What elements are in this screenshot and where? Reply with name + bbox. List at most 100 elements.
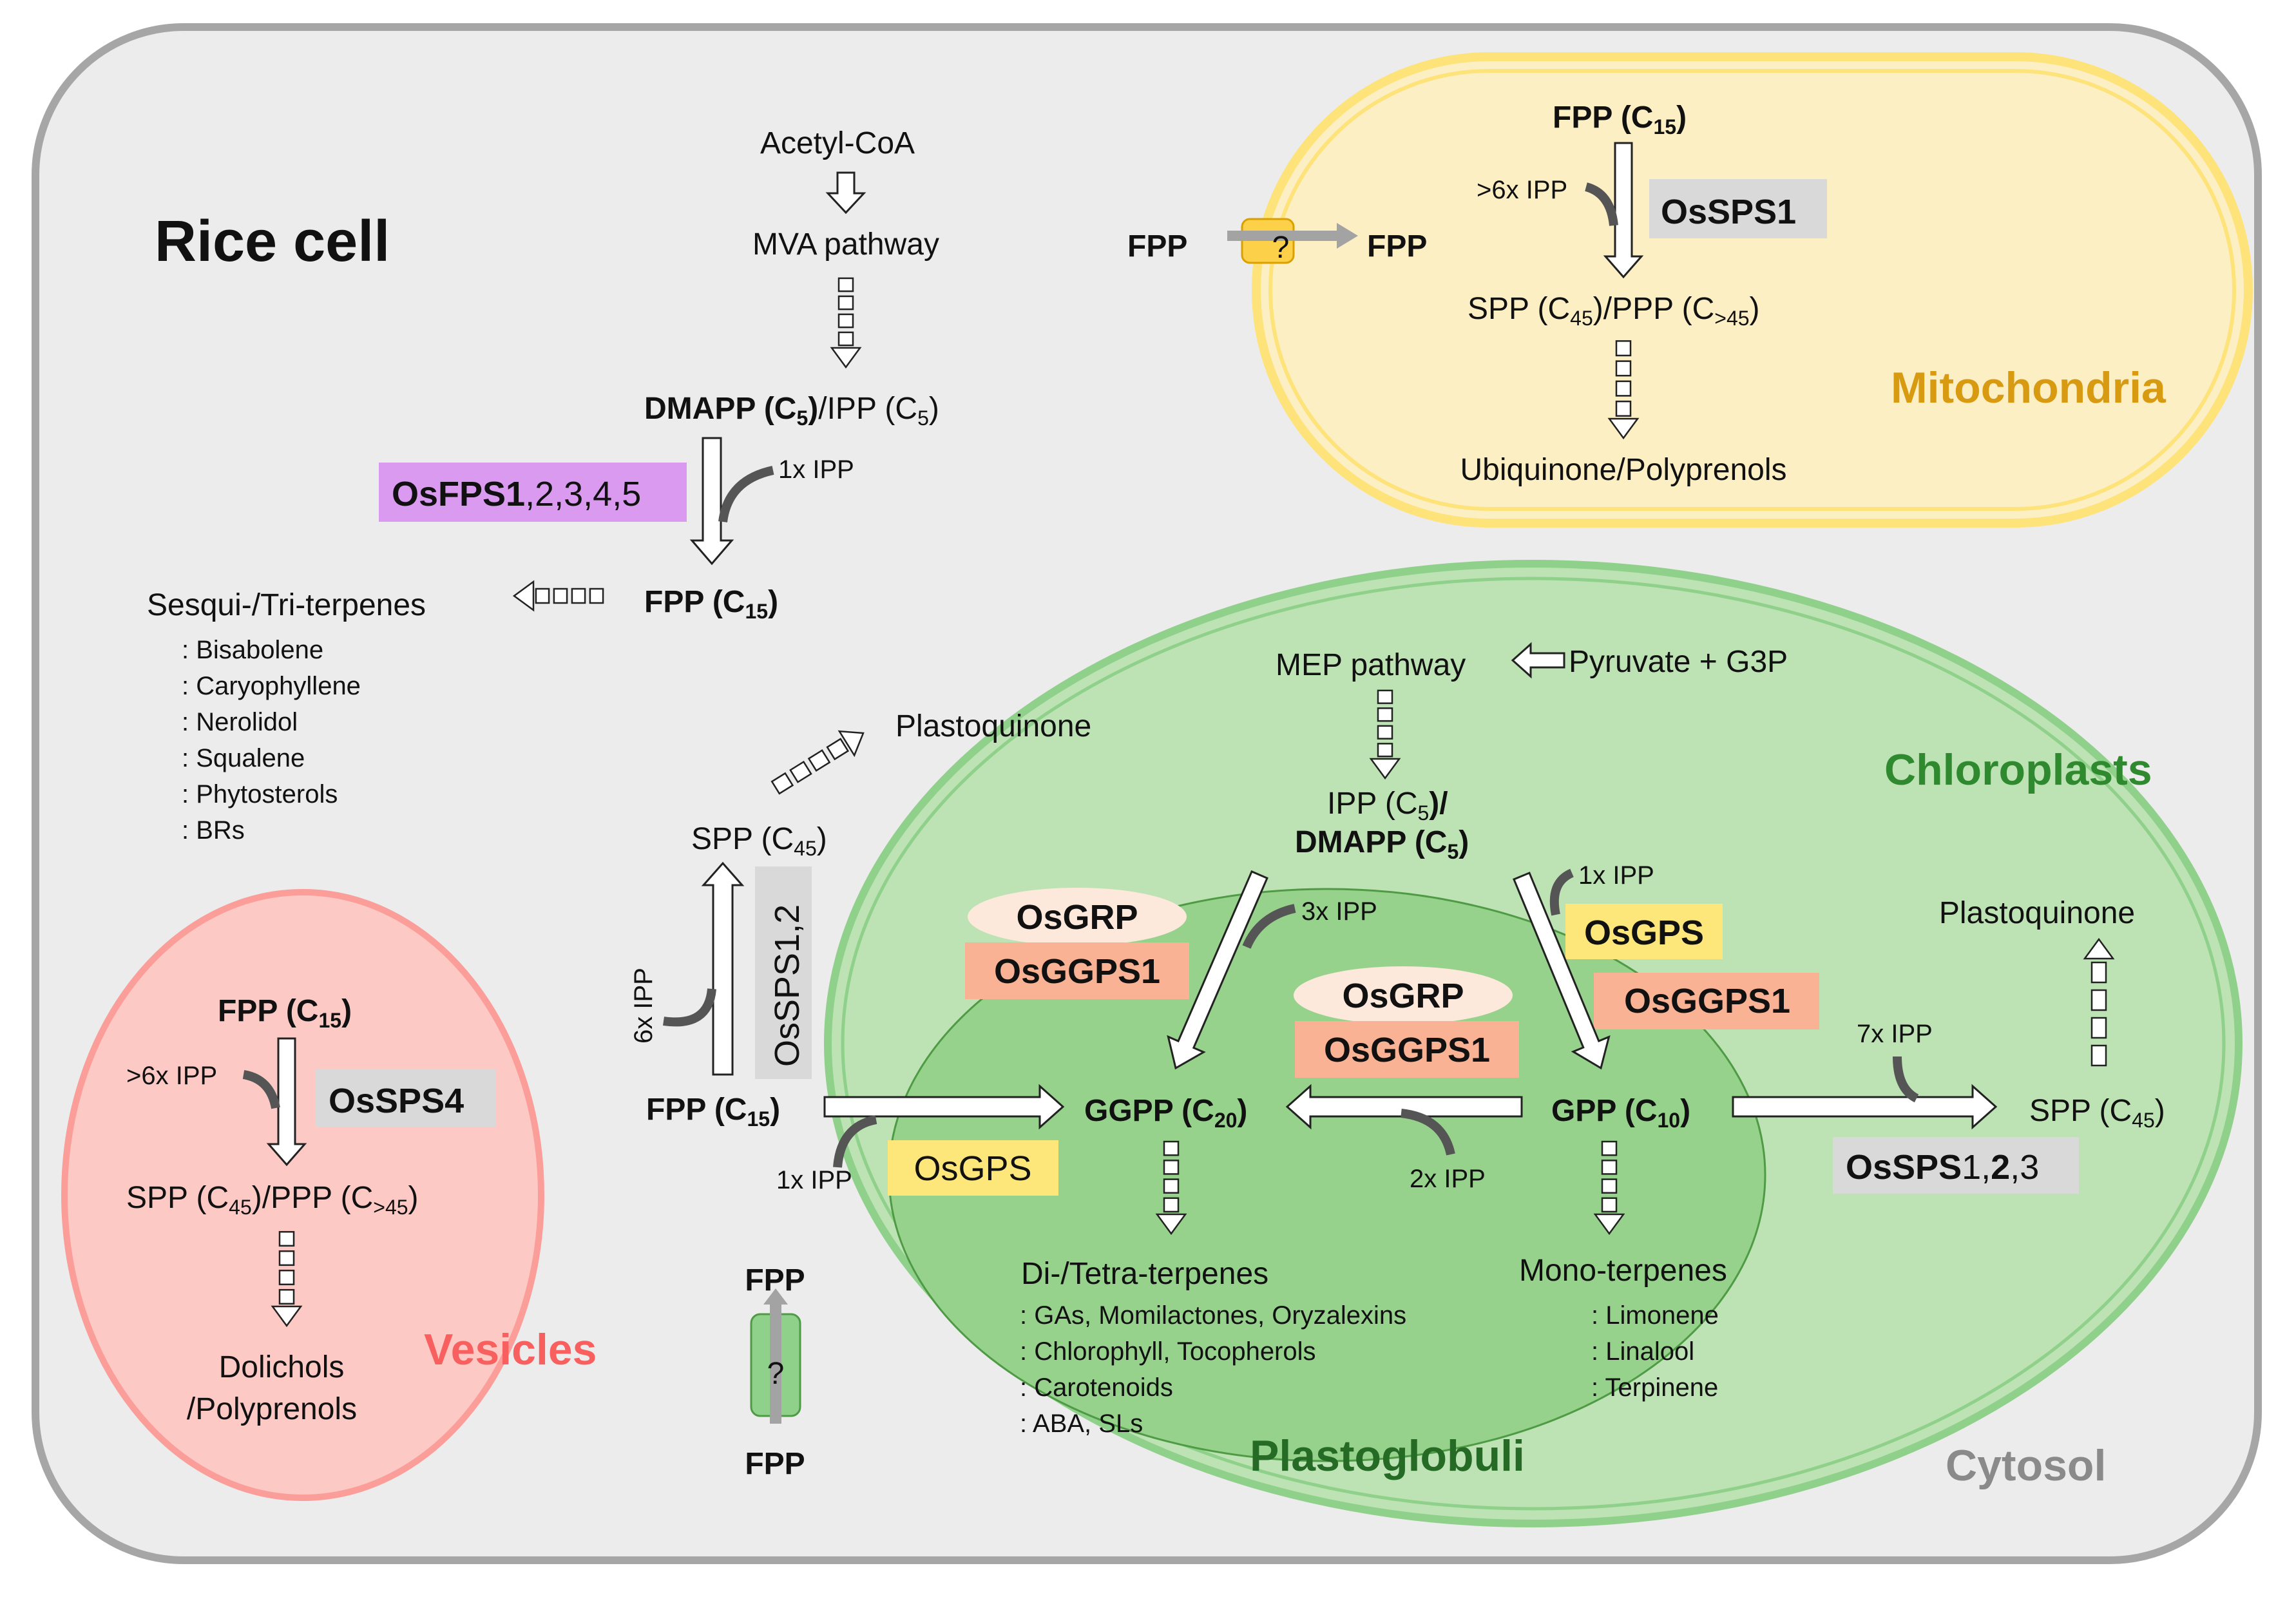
osgps-left: OsGPS	[914, 1149, 1031, 1188]
vesicle-fpp: FPP (C15)	[218, 994, 352, 1032]
cell-title: Rice cell	[155, 209, 390, 274]
transport-fpp-right: FPP	[1367, 229, 1427, 263]
arrow-mep-ipp	[1369, 689, 1401, 780]
osggps1-mid-box	[1295, 1021, 1519, 1078]
osggps1-right-box	[1594, 973, 1819, 1029]
arrow-ggpp-diterpenes	[1155, 1140, 1187, 1236]
vesicle-ipp-label: >6x IPP	[126, 1062, 217, 1090]
vesicle-spp: SPP (C45)/PPP (C>45)	[126, 1181, 419, 1219]
chloro-fpp: FPP (C15)	[646, 1093, 780, 1131]
arrow-acetylcoa-mva	[825, 171, 866, 215]
sesqui-product-item: : Nerolidol	[182, 708, 298, 736]
osfps-enzyme: OsFPS1,2,3,4,5	[392, 475, 641, 513]
arrow-dmapp-fpp	[689, 437, 734, 566]
osgrp-left: OsGRP	[1016, 898, 1138, 937]
ossps4-box	[316, 1069, 496, 1127]
polyprenols: /Polyprenols	[187, 1392, 357, 1426]
mono-product-item: : Linalool	[1591, 1337, 1694, 1366]
osggps1-left: OsGGPS1	[994, 952, 1160, 991]
ipp1-left-curve	[833, 1115, 877, 1168]
mitochondria-label: Mitochondria	[1891, 363, 2167, 412]
mono-terpenes: Mono-terpenes	[1519, 1254, 1727, 1288]
mitochondria-compartment	[1252, 52, 2253, 528]
arrow-spp-plastoquinone-right	[2083, 937, 2115, 1067]
ipp6-label: 6x IPP	[629, 968, 658, 1044]
arrow-dmapp-ggpp	[1167, 870, 1268, 1070]
di-tetra-product-item: : Carotenoids	[1020, 1373, 1173, 1402]
cytosol-fpp: FPP (C15)	[644, 585, 778, 623]
ossps123-box	[1833, 1137, 2079, 1194]
sesqui-product-item: : Phytosterols	[182, 780, 338, 808]
sesqui-product-item: : Squalene	[182, 744, 305, 772]
transporter-question: ?	[1272, 231, 1290, 265]
mep-pathway: MEP pathway	[1276, 648, 1466, 682]
ipp7-label: 7x IPP	[1857, 1020, 1933, 1048]
osgrp-left-badge	[968, 888, 1187, 946]
mono-product-list: : Limonene: Linalool: Terpinene	[1591, 1301, 1719, 1402]
plastoquinone-left: Plastoquinone	[895, 709, 1091, 743]
dmapp-ipp: DMAPP (C5)/IPP (C5)	[644, 392, 939, 430]
osgps-right: OsGPS	[1584, 913, 1704, 952]
ipp3-curve	[1242, 904, 1296, 949]
sesqui-product-list: : Bisabolene: Caryophyllene: Nerolidol: …	[182, 636, 361, 845]
ossps1-mito-box	[1649, 179, 1827, 238]
sesqui-product-item: : Caryophyllene	[182, 672, 361, 700]
ossps12-box	[755, 866, 812, 1079]
cytosol-ipp-label: 1x IPP	[778, 455, 854, 484]
ossps12: OsSPS1,2	[768, 904, 807, 1067]
ipp-curve-vesicle	[242, 1070, 280, 1109]
osggps1-left-box	[965, 942, 1189, 999]
di-tetra-terpenes: Di-/Tetra-terpenes	[1021, 1257, 1268, 1291]
mono-product-item: : Limonene	[1591, 1301, 1719, 1330]
arrow-layer	[242, 142, 2115, 1328]
ossps123: OsSPS1,2,3	[1846, 1148, 2039, 1187]
ipp-curve-mito	[1584, 182, 1618, 226]
arrow-fpp-spp-left	[701, 861, 745, 1076]
vesicles-label: Vesicles	[424, 1325, 597, 1374]
arrow-vesicle-fpp-spp	[266, 1037, 307, 1167]
ipp1-left-label: 1x IPP	[776, 1166, 852, 1194]
arrow-gpp-spp-right	[1732, 1084, 1998, 1130]
chloroplasts-label: Chloroplasts	[1884, 745, 2152, 794]
ossps4: OsSPS4	[329, 1082, 464, 1120]
mito-ipp-label: >6x IPP	[1477, 176, 1567, 204]
chloro-spp-right: SPP (C45)	[2029, 1094, 2165, 1132]
plastoglobuli-transporter-icon	[750, 1288, 801, 1424]
arrow-mito-fpp-spp	[1603, 142, 1644, 279]
osggps1-right: OsGGPS1	[1624, 982, 1790, 1020]
pyruvate-g3p: Pyruvate + G3P	[1569, 645, 1788, 679]
ipp6-curve	[663, 988, 716, 1027]
vesicles-compartment	[61, 889, 544, 1501]
ossps1-mito: OsSPS1	[1661, 193, 1796, 231]
sesqui-product-item: : BRs	[182, 816, 245, 845]
arrow-spp-plastoquinone-left	[770, 730, 865, 795]
chloro-dmapp: DMAPP (C5)	[1295, 825, 1469, 863]
ipp-curve-cytosol	[718, 466, 774, 523]
arrow-dmapp-gpp	[1513, 872, 1611, 1070]
chloro-spp-left: SPP (C45)	[691, 822, 827, 860]
plastoglobuli-label: Plastoglobuli	[1250, 1431, 1525, 1480]
arrow-gpp-ggpp	[1285, 1084, 1523, 1130]
cytosol-label: Cytosol	[1946, 1441, 2106, 1490]
di-tetra-product-item: : ABA, SLs	[1020, 1410, 1143, 1438]
mva-pathway: MVA pathway	[752, 227, 939, 262]
di-tetra-product-item: : GAs, Momilactones, Oryzalexins	[1020, 1301, 1406, 1330]
arrow-fpp-ggpp	[823, 1084, 1065, 1130]
dolichols: Dolichols	[219, 1350, 345, 1384]
arrow-fpp-sesqui	[512, 580, 604, 612]
transport-fpp-left: FPP	[1127, 229, 1187, 263]
pg-fpp-bottom: FPP	[745, 1447, 805, 1481]
ipp1-right-curve	[1549, 868, 1574, 916]
osggps1-mid: OsGGPS1	[1324, 1031, 1490, 1069]
ipp1-right-label: 1x IPP	[1578, 861, 1654, 890]
ipp3-label: 3x IPP	[1301, 897, 1377, 926]
chloro-ipp: IPP (C5)/	[1327, 787, 1448, 825]
osgps-right-box	[1565, 904, 1723, 959]
arrow-mito-spp-ubiquinone	[1607, 340, 1640, 440]
arrow-vesicle-spp-dolichols	[271, 1230, 303, 1328]
di-tetra-product-item: : Chlorophyll, Tocopherols	[1020, 1337, 1316, 1366]
mito-spp: SPP (C45)/PPP (C>45)	[1468, 292, 1760, 330]
arrow-pyruvate-mep	[1511, 642, 1565, 679]
